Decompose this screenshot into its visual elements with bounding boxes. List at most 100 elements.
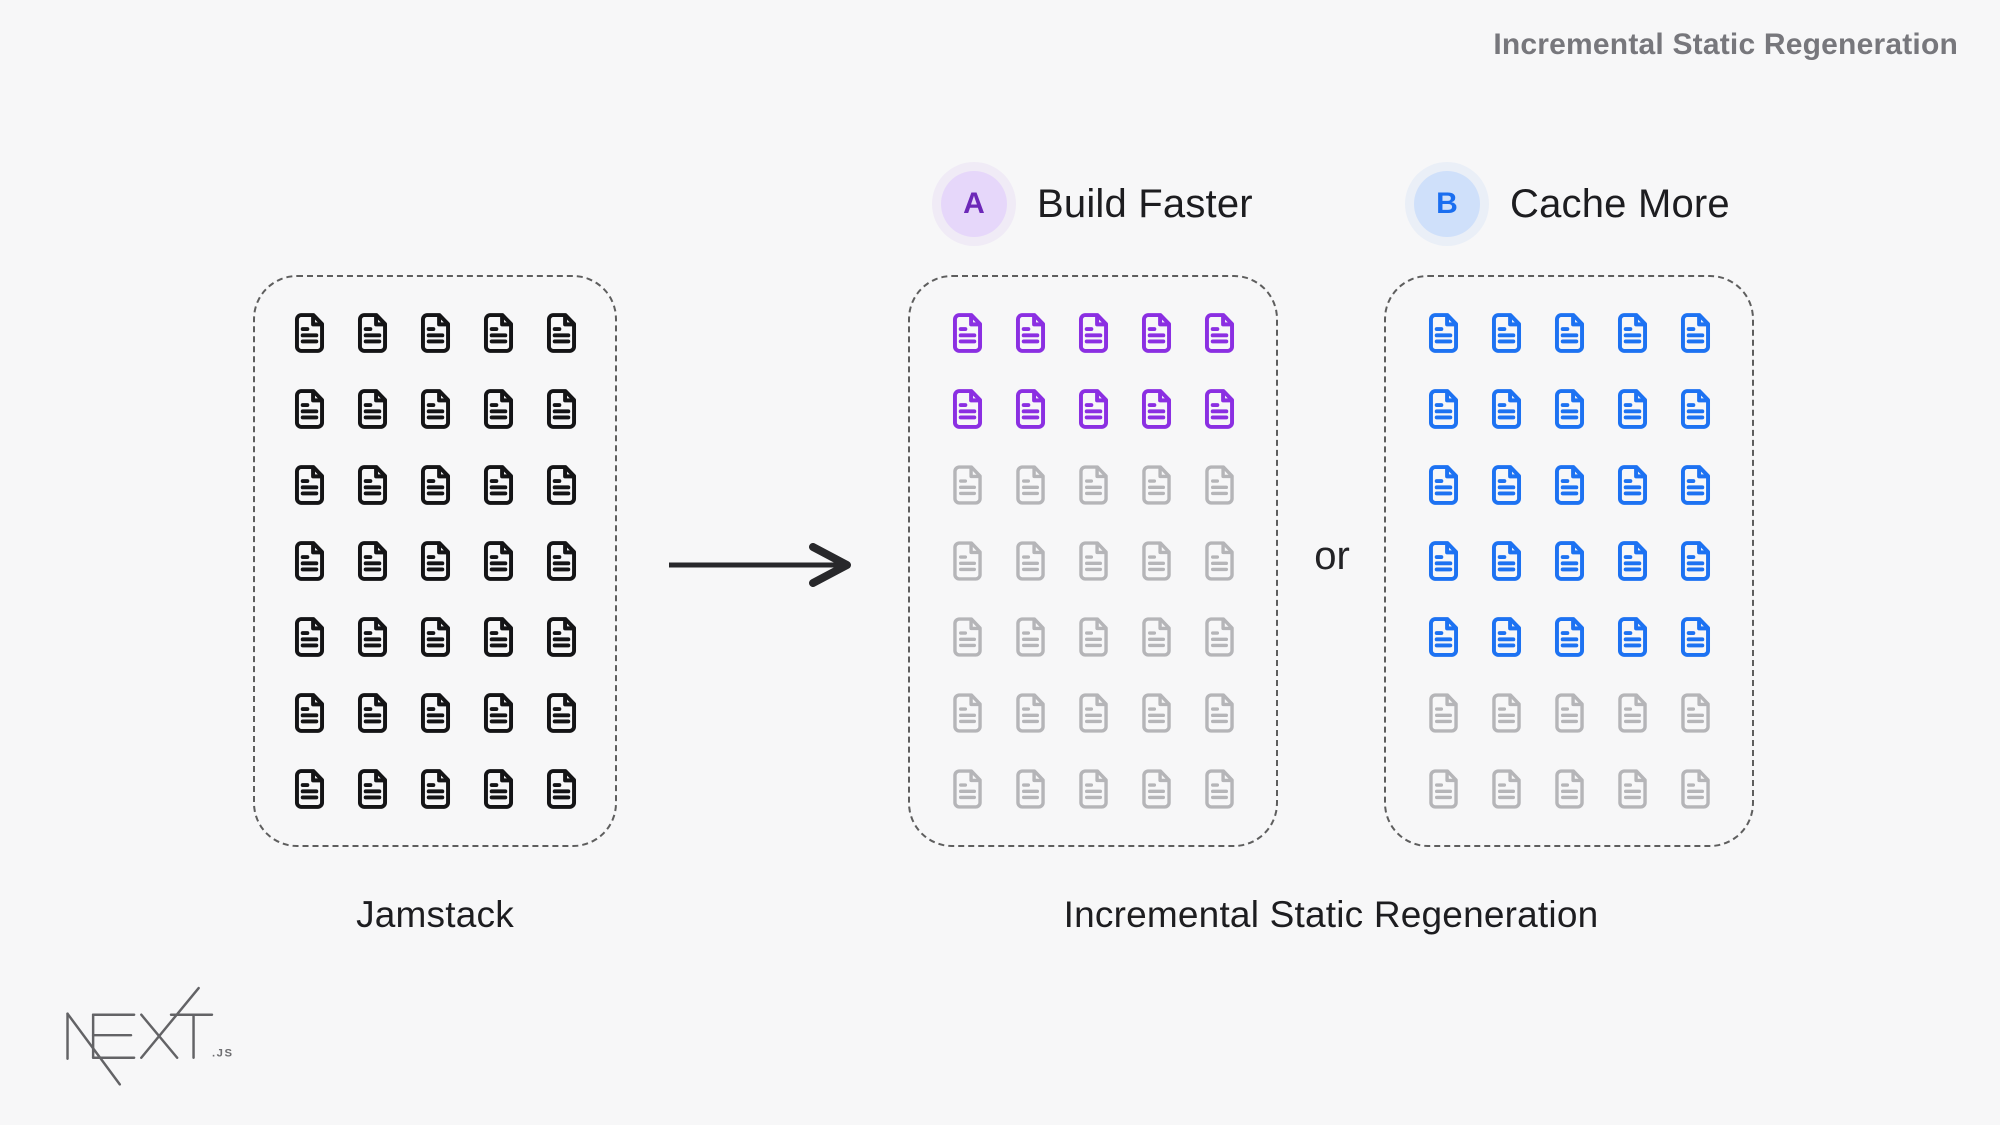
document-icon	[1485, 309, 1528, 357]
document-icon	[1009, 765, 1052, 813]
badge-row-cache-more: B Cache More	[1414, 168, 1730, 240]
document-icon	[351, 385, 394, 433]
document-icon	[477, 689, 520, 737]
build-faster-panel	[908, 275, 1278, 847]
document-icon	[477, 385, 520, 433]
document-icon	[1485, 385, 1528, 433]
document-icon	[1548, 765, 1591, 813]
page-title: Incremental Static Regeneration	[1493, 28, 1958, 61]
document-icon	[1611, 461, 1654, 509]
document-icon	[1548, 613, 1591, 661]
document-icon	[1611, 537, 1654, 585]
document-icon	[414, 689, 457, 737]
document-icon	[946, 765, 989, 813]
document-icon	[540, 689, 583, 737]
or-label: or	[1314, 534, 1350, 578]
document-icon	[1674, 537, 1717, 585]
document-icon	[351, 765, 394, 813]
document-icon	[477, 309, 520, 357]
document-icon	[1198, 461, 1241, 509]
document-icon	[1674, 385, 1717, 433]
build-faster-label: Build Faster	[1037, 181, 1253, 226]
document-icon	[1422, 689, 1465, 737]
document-icon	[1485, 613, 1528, 661]
cache-more-panel	[1384, 275, 1754, 847]
document-icon	[1674, 613, 1717, 661]
document-icon	[351, 689, 394, 737]
document-icon	[1009, 613, 1052, 661]
badge-b-icon: B	[1414, 171, 1480, 237]
document-icon	[414, 385, 457, 433]
document-icon	[414, 613, 457, 661]
document-icon	[946, 613, 989, 661]
document-icon	[1422, 613, 1465, 661]
document-icon	[414, 461, 457, 509]
document-icon	[1422, 537, 1465, 585]
document-icon	[540, 537, 583, 585]
document-icon	[1548, 385, 1591, 433]
document-icon	[1485, 461, 1528, 509]
document-icon	[351, 613, 394, 661]
document-icon	[1548, 309, 1591, 357]
document-icon	[1009, 461, 1052, 509]
document-icon	[1674, 461, 1717, 509]
document-icon	[946, 537, 989, 585]
document-icon	[1548, 537, 1591, 585]
document-icon	[351, 461, 394, 509]
document-icon	[1198, 613, 1241, 661]
document-icon	[1674, 765, 1717, 813]
badge-row-build-faster: A Build Faster	[941, 168, 1253, 240]
document-icon	[1198, 309, 1241, 357]
logo-js-suffix: .JS	[212, 1048, 234, 1060]
document-icon	[414, 309, 457, 357]
document-icon	[1674, 689, 1717, 737]
badge-a-icon: A	[941, 171, 1007, 237]
document-icon	[477, 537, 520, 585]
document-icon	[1611, 689, 1654, 737]
document-icon	[946, 309, 989, 357]
jamstack-caption: Jamstack	[356, 894, 514, 935]
document-icon	[288, 613, 331, 661]
document-icon	[540, 461, 583, 509]
right-arrow-icon	[665, 543, 865, 587]
document-icon	[477, 461, 520, 509]
document-icon	[288, 461, 331, 509]
document-icon	[1072, 537, 1115, 585]
document-icon	[1135, 765, 1178, 813]
document-icon	[1198, 689, 1241, 737]
document-icon	[1422, 461, 1465, 509]
document-icon	[1422, 385, 1465, 433]
document-icon	[946, 385, 989, 433]
document-icon	[1611, 385, 1654, 433]
document-icon	[1485, 537, 1528, 585]
document-icon	[1072, 689, 1115, 737]
document-icon	[540, 385, 583, 433]
document-icon	[1422, 765, 1465, 813]
document-icon	[288, 309, 331, 357]
document-icon	[1422, 309, 1465, 357]
document-icon	[1198, 385, 1241, 433]
document-icon	[288, 765, 331, 813]
document-icon	[1009, 385, 1052, 433]
document-icon	[540, 613, 583, 661]
jamstack-panel	[253, 275, 617, 847]
document-icon	[1548, 689, 1591, 737]
document-icon	[477, 765, 520, 813]
document-icon	[1072, 309, 1115, 357]
document-icon	[946, 461, 989, 509]
document-icon	[1135, 613, 1178, 661]
document-icon	[1072, 765, 1115, 813]
document-icon	[1135, 385, 1178, 433]
document-icon	[540, 309, 583, 357]
document-icon	[1009, 537, 1052, 585]
document-icon	[1009, 309, 1052, 357]
document-icon	[1135, 689, 1178, 737]
document-icon	[351, 537, 394, 585]
document-icon	[1485, 765, 1528, 813]
document-icon	[1009, 689, 1052, 737]
document-icon	[288, 689, 331, 737]
document-icon	[288, 385, 331, 433]
document-icon	[414, 765, 457, 813]
document-icon	[1674, 309, 1717, 357]
